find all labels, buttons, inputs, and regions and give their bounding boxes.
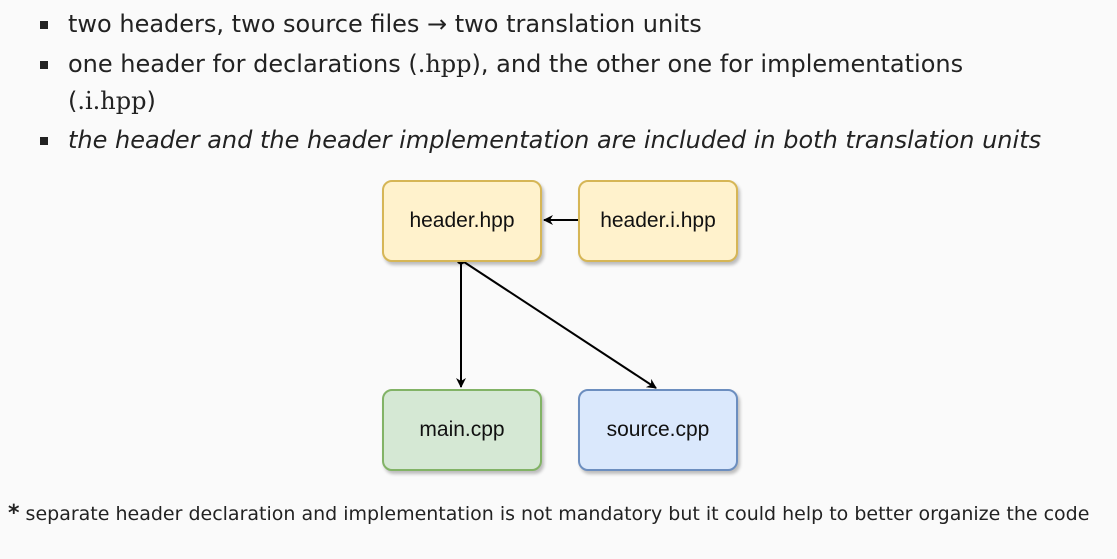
code-ihpp: .i.hpp: [77, 87, 147, 115]
node-header-i-hpp: header.i.hpp: [578, 180, 738, 262]
bullet-marker: [40, 137, 48, 145]
bullet-text: two headers, two source files → two tran…: [68, 10, 702, 38]
bullet-header-split: one header for declarations (.hpp), and …: [40, 44, 1100, 118]
footnote-asterisk: *: [8, 501, 20, 526]
bullet-list: two headers, two source files → two tran…: [40, 4, 1100, 160]
node-label: main.cpp: [419, 418, 505, 441]
right-arrow-icon: →: [427, 10, 448, 38]
node-label: source.cpp: [606, 418, 710, 441]
footnote: * separate header declaration and implem…: [8, 497, 1113, 531]
node-main-cpp: main.cpp: [382, 389, 542, 471]
node-label: header.hpp: [409, 209, 515, 232]
code-hpp: .hpp: [417, 50, 472, 78]
bullet-marker: [40, 21, 48, 29]
node-label: header.i.hpp: [600, 209, 716, 232]
node-header-hpp: header.hpp: [382, 180, 542, 262]
footnote-text: separate header declaration and implemen…: [19, 503, 1090, 525]
bullet-text: the header and the header implementation…: [68, 126, 1042, 154]
edge-header-to-source: [460, 259, 657, 389]
bullet-text: one header for declarations (.hpp), and …: [68, 50, 964, 78]
bullet-included-both: the header and the header implementation…: [40, 120, 1100, 160]
bullet-text-continued: (.i.hpp): [68, 87, 156, 115]
bullet-marker: [40, 61, 48, 69]
node-source-cpp: source.cpp: [578, 389, 738, 471]
bullet-translation-units: two headers, two source files → two tran…: [40, 4, 1100, 44]
